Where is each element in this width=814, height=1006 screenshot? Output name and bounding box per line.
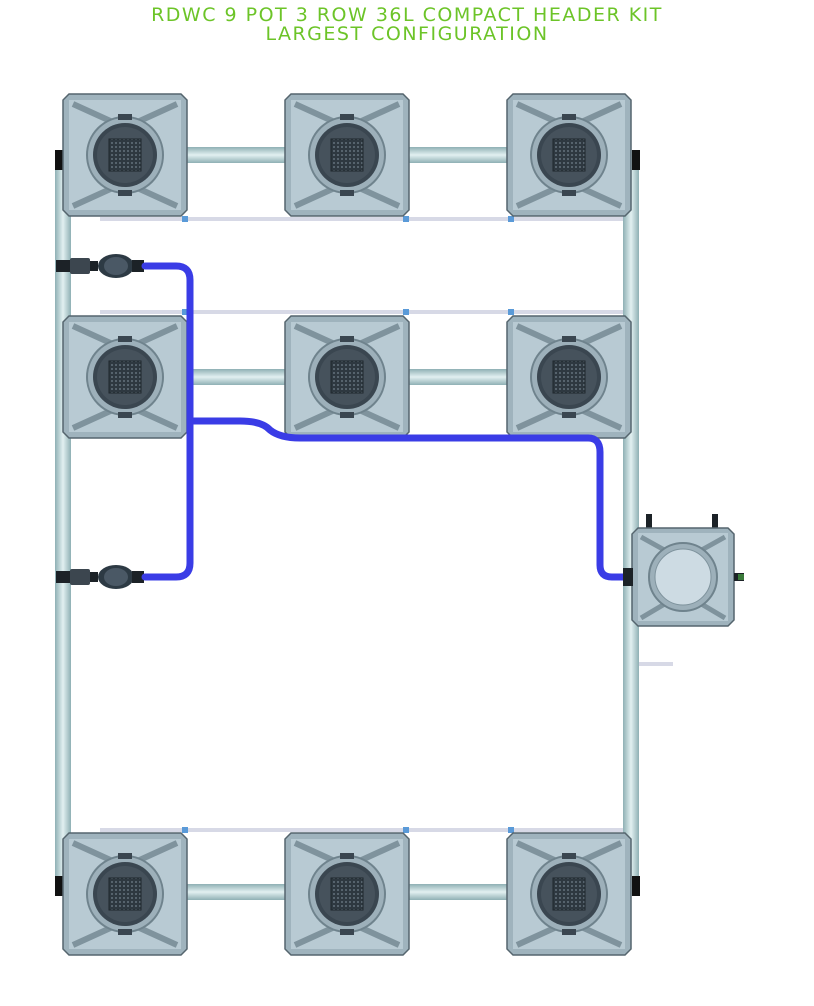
pot-7 (63, 833, 187, 955)
pot-9 (507, 833, 631, 955)
left-pipe-cap-top (55, 150, 63, 170)
right-pipe-cap-top (632, 150, 640, 170)
blue-feed-tubing (141, 262, 632, 581)
pot-row-middle (63, 316, 631, 438)
pot-2 (285, 94, 409, 216)
pot-3 (507, 94, 631, 216)
diagram-title-line-1: RDWC 9 POT 3 ROW 36L COMPACT HEADER KIT (151, 4, 663, 26)
diagram-title-line-2: LARGEST CONFIGURATION (265, 23, 549, 45)
left-pipe-cap-bottom (55, 876, 63, 896)
control-bucket (623, 514, 744, 627)
pot-8 (285, 833, 409, 955)
right-manifold-pipe (623, 150, 639, 896)
pot-row-top (63, 94, 631, 216)
right-pipe-cap-bottom (632, 876, 640, 896)
pot-5 (285, 316, 409, 438)
pot-4 (63, 316, 187, 438)
pot-1 (63, 94, 187, 216)
pot-row-bottom (63, 833, 631, 955)
row-pipes (185, 147, 515, 900)
pot-6 (507, 316, 631, 438)
return-line-fittings (182, 216, 514, 833)
